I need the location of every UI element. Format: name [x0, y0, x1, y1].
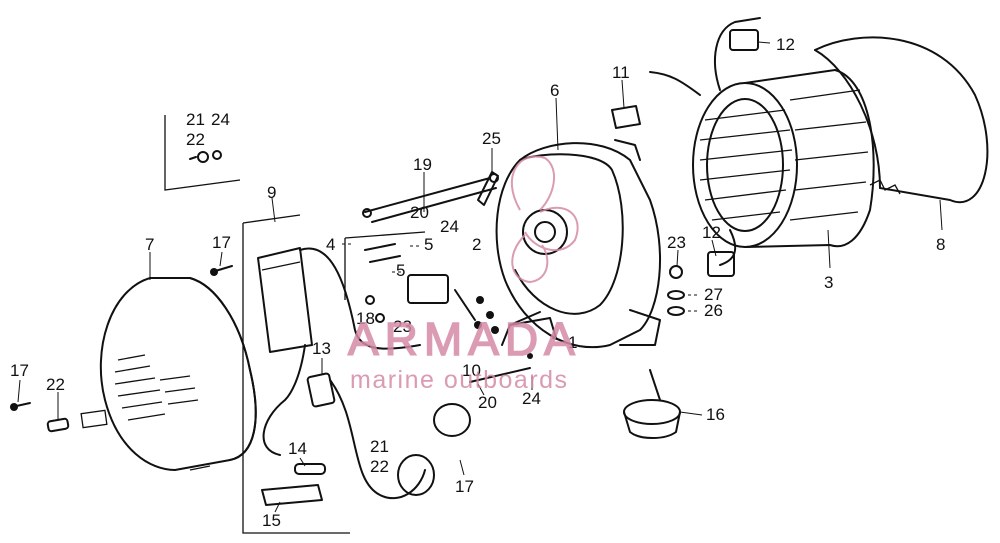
callout-21-inset: 21 [186, 110, 205, 129]
connector-11 [611, 105, 641, 129]
watermark-logo-icon [510, 155, 579, 284]
inset-box-fasteners [164, 115, 241, 191]
bracket-1 [501, 311, 557, 359]
through-bolts-19 [362, 177, 497, 223]
callout-15: 15 [262, 511, 281, 530]
callout-7: 7 [145, 235, 154, 254]
callout-17-bottom: 17 [455, 477, 474, 496]
nuts-cluster [474, 296, 499, 334]
callout-26: 26 [704, 301, 723, 320]
housing-6 [495, 139, 661, 349]
callout-25: 25 [482, 129, 501, 148]
callout-5-upper: 5 [424, 235, 433, 254]
rubber-mount-16 [623, 369, 681, 439]
callout-20-bottom: 20 [478, 393, 497, 412]
callout-13: 13 [312, 339, 331, 358]
callout-6: 6 [550, 81, 559, 100]
stator-3 [649, 17, 875, 277]
callout-1: 1 [568, 333, 577, 352]
breaker-group-4 [344, 231, 476, 321]
callout-17-cover: 17 [212, 233, 231, 252]
callout-14: 14 [288, 439, 307, 458]
screws-18-23 [365, 295, 385, 323]
callout-labels: 21 24 22 7 17 9 19 25 20 24 4 5 2 5 6 11… [10, 35, 945, 530]
callout-3: 3 [824, 273, 833, 292]
watermark-brand: ARMADA [348, 313, 581, 365]
callout-20-top: 20 [410, 203, 429, 222]
callout-24-inset: 24 [211, 110, 230, 129]
callout-21-bottom: 21 [370, 437, 389, 456]
callout-11: 11 [612, 63, 630, 82]
callout-17-left: 17 [10, 361, 29, 380]
clip-25 [477, 171, 499, 206]
end-cover-7 [80, 277, 257, 471]
callout-23-left: 23 [393, 317, 412, 336]
watermark: ARMADA marine outboards [347, 155, 581, 394]
control-box-9 [242, 214, 471, 534]
callout-23-right: 23 [667, 233, 686, 252]
callout-12-top: 12 [776, 35, 795, 54]
callout-19: 19 [413, 155, 432, 174]
callout-22-bottom: 22 [370, 457, 389, 476]
callout-9: 9 [267, 183, 276, 202]
screw-17-left [10, 402, 31, 411]
washers-23-27-26 [667, 265, 685, 316]
cover-ring-8 [814, 36, 989, 204]
bolt-10 [469, 367, 531, 383]
screw-22-left [46, 417, 70, 433]
callout-27: 27 [704, 285, 723, 304]
leader-lines [17, 41, 943, 513]
screw-17-cover [210, 265, 233, 276]
callout-24-mid: 24 [440, 217, 459, 236]
watermark-tagline: marine outboards [350, 366, 569, 394]
callout-22-left: 22 [46, 375, 65, 394]
callout-16: 16 [706, 405, 725, 424]
callout-24-bottom: 24 [522, 389, 541, 408]
callout-10: 10 [462, 361, 481, 380]
callout-5-lower: 5 [396, 261, 405, 280]
callout-12-mid: 12 [702, 223, 721, 242]
callout-18: 18 [356, 309, 375, 328]
callout-8: 8 [936, 235, 945, 254]
callout-22-inset: 22 [186, 130, 205, 149]
callout-4: 4 [326, 235, 335, 254]
callout-2: 2 [472, 235, 481, 254]
